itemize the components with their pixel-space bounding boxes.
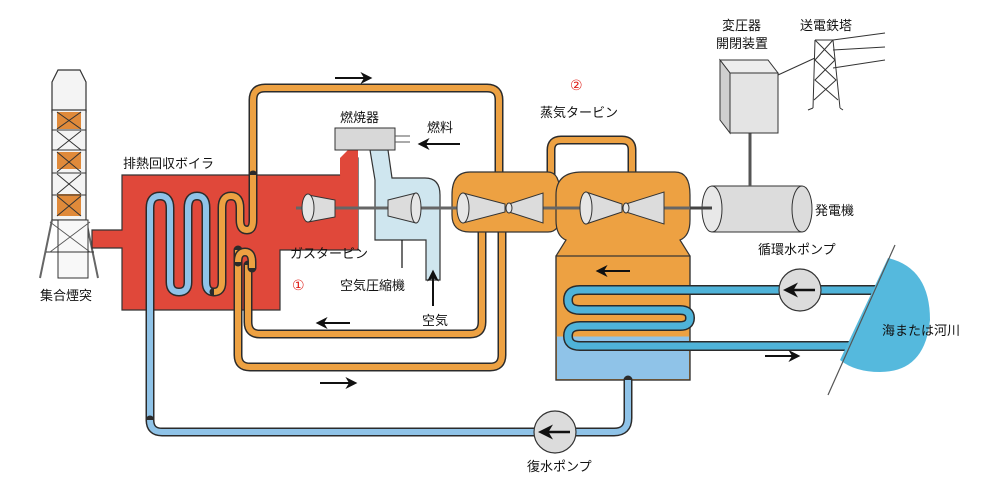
hrsg-label: 排熱回収ボイラ bbox=[123, 157, 214, 172]
combustor-label: 燃焼器 bbox=[340, 110, 379, 126]
generator bbox=[690, 185, 813, 233]
transformer-label-1: 変圧器 bbox=[722, 18, 761, 34]
steam-pipes bbox=[233, 83, 637, 372]
condensate-pump bbox=[533, 410, 577, 454]
stack bbox=[39, 69, 99, 279]
transformer bbox=[718, 58, 780, 135]
condensate-pump-label: 復水ポンプ bbox=[527, 459, 592, 475]
condensate-pipe bbox=[145, 375, 633, 437]
combustor bbox=[334, 127, 396, 151]
generator-label: 発電機 bbox=[815, 204, 854, 219]
compressor-rotor bbox=[387, 192, 422, 224]
circ-pump-label: 循環水ポンプ bbox=[758, 243, 836, 258]
circulating-pump bbox=[778, 268, 822, 312]
hp-steam-turbine-rotor bbox=[456, 192, 544, 224]
lp-steam-turbine-rotor bbox=[579, 191, 665, 225]
air-label: 空気 bbox=[422, 313, 448, 329]
steam-turbine-label: 蒸気タービン bbox=[540, 105, 618, 121]
compressor-label: 空気圧縮機 bbox=[340, 278, 405, 294]
gas-turbine-rotor bbox=[301, 193, 336, 223]
hrsg-coils bbox=[145, 170, 258, 425]
transformer-label-2: 開閉装置 bbox=[716, 37, 768, 52]
stack-label: 集合煙突 bbox=[40, 288, 92, 304]
gas-turbine-number: ① bbox=[292, 278, 305, 294]
sea-area bbox=[840, 258, 930, 372]
fuel-label: 燃料 bbox=[427, 120, 453, 136]
pylon-label: 送電鉄塔 bbox=[800, 19, 852, 34]
sea-label: 海または河川 bbox=[882, 324, 960, 339]
steam-turbine-number: ② bbox=[570, 78, 583, 94]
shoreline bbox=[827, 244, 896, 396]
gas-turbine-label: ガスタービン bbox=[290, 247, 368, 262]
transmission-pylon bbox=[777, 32, 886, 111]
